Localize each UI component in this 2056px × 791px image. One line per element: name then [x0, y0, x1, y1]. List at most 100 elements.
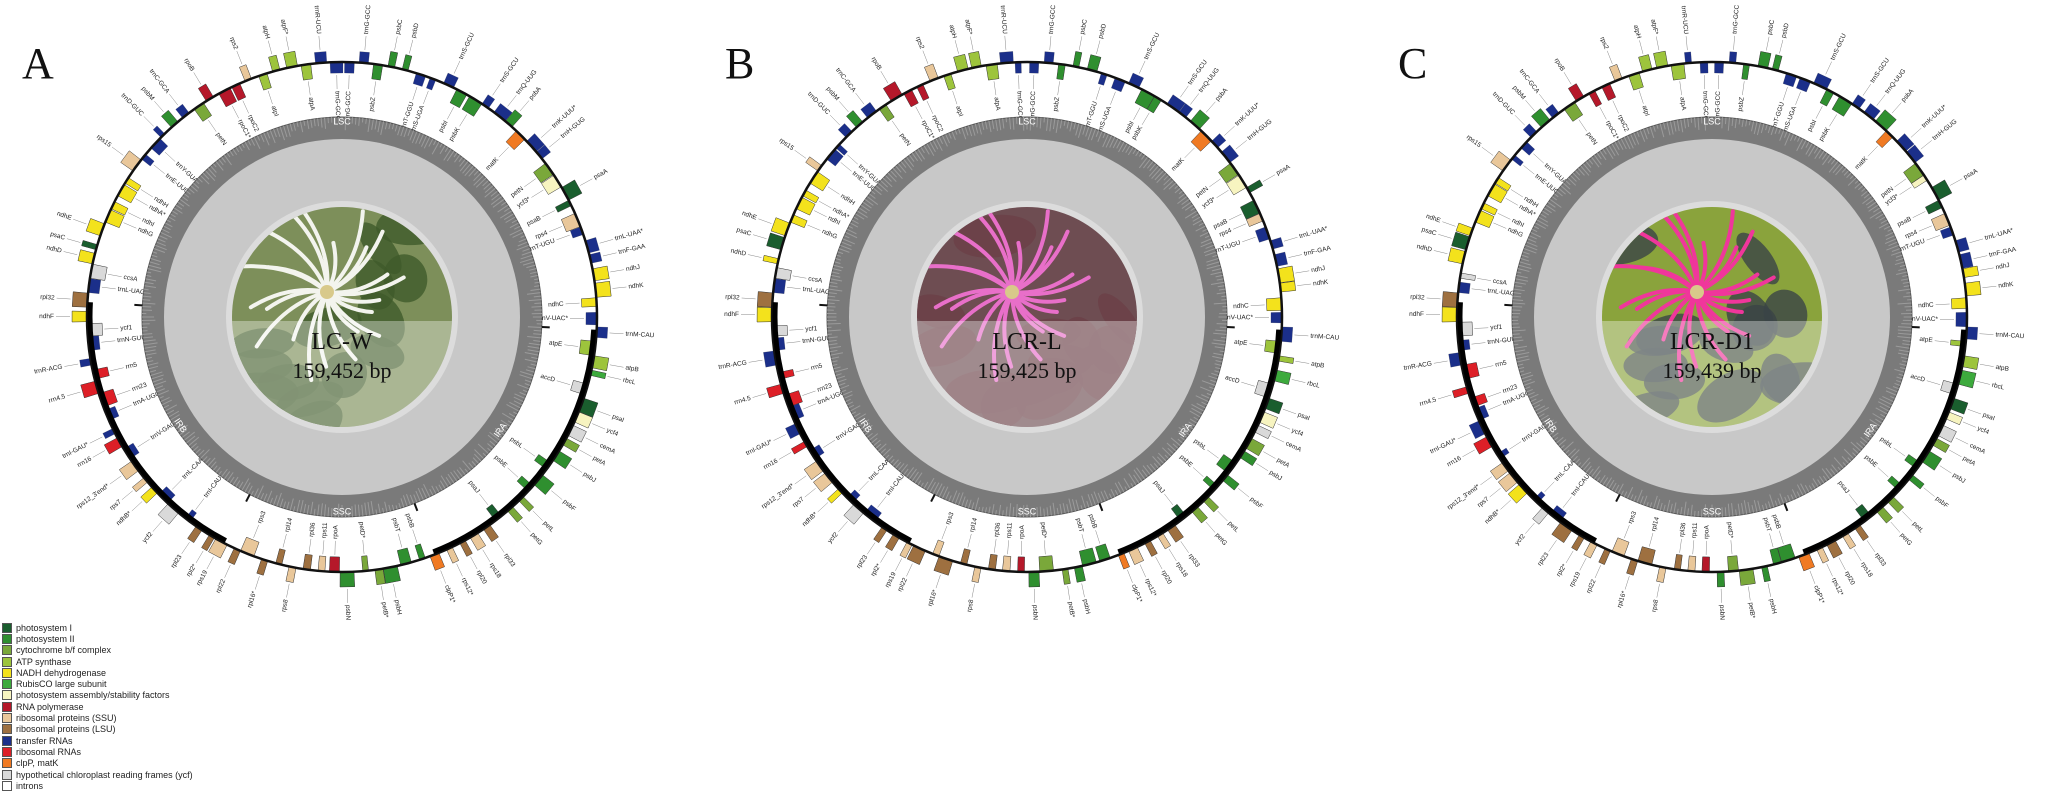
gene-label: psbF: [1248, 496, 1264, 511]
gene-leader: [1878, 468, 1888, 477]
gene-leader: [758, 219, 771, 224]
gene-block: [988, 554, 997, 570]
gene-label: trnF-GAA: [1988, 246, 2017, 259]
gene-leader: [508, 468, 518, 477]
gene-leader: [1169, 549, 1176, 561]
gene-label: ndhF: [724, 311, 739, 318]
legend-item: photosystem assembly/stability factors: [2, 690, 332, 701]
gene-leader: [557, 235, 570, 240]
legend-swatch: [2, 623, 12, 633]
gene-leader: [1525, 100, 1534, 111]
gene-label: atpE: [1234, 339, 1249, 348]
gene-label: petN: [1195, 185, 1210, 199]
gene-label: trnR-UCU: [999, 5, 1008, 34]
gene-leader: [1263, 452, 1275, 459]
gene-block: [1212, 134, 1226, 148]
gene-label: rpl14: [969, 517, 979, 533]
gene-label: petA: [592, 455, 608, 468]
gene-label: trnR-UCU: [1680, 5, 1690, 34]
gene-leader: [395, 36, 398, 50]
gene-leader: [101, 341, 115, 342]
gene-leader: [1515, 115, 1525, 125]
gene-label: rpl22: [897, 576, 910, 592]
gene-label: trnI-CAU: [1570, 473, 1591, 497]
gene-label: atpI: [954, 105, 964, 118]
gene-label: trnL-UAG: [117, 286, 145, 296]
legend-swatch: [2, 657, 12, 667]
gene-leader: [878, 496, 887, 507]
gene-label: trnD-GUC: [1491, 91, 1516, 117]
gene-label: trnD-GUC: [119, 92, 144, 118]
gene-leader: [508, 95, 517, 106]
legend-swatch: [2, 679, 12, 689]
gene-leader: [1272, 436, 1285, 442]
gene-leader: [144, 116, 154, 126]
gene-leader: [1133, 108, 1140, 120]
gene-label: ndhK: [1313, 279, 1330, 288]
region-boundary-tick: [1099, 503, 1102, 510]
gene-label: rrn23: [131, 381, 148, 393]
gene-leader: [795, 150, 806, 158]
gene-label: psbT: [391, 517, 401, 533]
gene-label: trnI-CAU: [885, 473, 906, 497]
gene-label: psbJ: [1268, 469, 1283, 482]
gene-label: rrn16: [1446, 455, 1463, 469]
gene-block: [763, 255, 779, 264]
gene-leader: [1277, 424, 1290, 429]
gene-label: rpoA: [332, 524, 339, 539]
gene-block: [344, 62, 354, 73]
gene-leader: [1579, 120, 1587, 132]
gene-leader: [128, 213, 141, 219]
gene-label: trnT-UGU: [1213, 239, 1242, 255]
gene-block: [562, 180, 582, 200]
gene-label: rps7: [791, 496, 806, 510]
gene-leader: [1472, 343, 1486, 345]
gene-leader: [1058, 81, 1060, 95]
gene-label: trnK-UUU*: [1234, 101, 1262, 127]
gene-block: [1727, 556, 1738, 572]
gene-label: rpl20: [475, 569, 488, 585]
gene-label: ndhG: [821, 228, 838, 241]
gene-leader: [1656, 36, 1659, 50]
gene-leader: [254, 525, 259, 538]
legend-item: cytochrome b/f complex: [2, 645, 332, 656]
gene-leader: [610, 333, 624, 334]
gene-label: rps3: [1627, 510, 1638, 525]
gene-label: ycf2: [1514, 533, 1527, 547]
gene-leader: [1768, 583, 1771, 597]
gene-leader: [795, 476, 806, 484]
gene-label: petL: [1226, 520, 1240, 534]
gene-leader: [1935, 341, 1949, 342]
legend-label: photosystem II: [16, 634, 75, 644]
gene-block: [1029, 62, 1038, 73]
gene-block: [1015, 62, 1021, 73]
gene-block: [1521, 142, 1535, 156]
gene-leader: [1839, 558, 1846, 570]
gene-leader: [1980, 364, 1994, 366]
gene-leader: [793, 276, 807, 278]
gene-leader: [1921, 140, 1932, 149]
gene-block: [1523, 124, 1537, 138]
region-label-ssc: SSC: [333, 506, 352, 516]
gene-label: ndhF: [1409, 311, 1424, 318]
gene-leader: [994, 81, 996, 95]
gene-leader: [592, 424, 605, 429]
gene-label: psbZ: [1052, 97, 1061, 112]
gene-label: rpl20: [1160, 569, 1173, 585]
legend-swatch: [2, 758, 12, 768]
gene-label: rpl2*: [185, 563, 198, 578]
gene-leader: [1224, 126, 1234, 135]
gene-label: psbT: [1074, 517, 1084, 533]
gene-leader: [533, 511, 543, 521]
gene-leader: [1970, 239, 1983, 243]
gene-label: rpl22: [215, 578, 227, 594]
gene-label: rps12*: [1143, 578, 1157, 598]
gene-leader: [600, 239, 613, 243]
gene-label: rps8: [280, 599, 289, 613]
gene-leader: [1810, 571, 1815, 584]
gene-leader: [1748, 587, 1750, 601]
gene-leader: [194, 72, 201, 84]
gene-label: rrn23: [1502, 383, 1519, 395]
gene-leader: [814, 211, 827, 217]
